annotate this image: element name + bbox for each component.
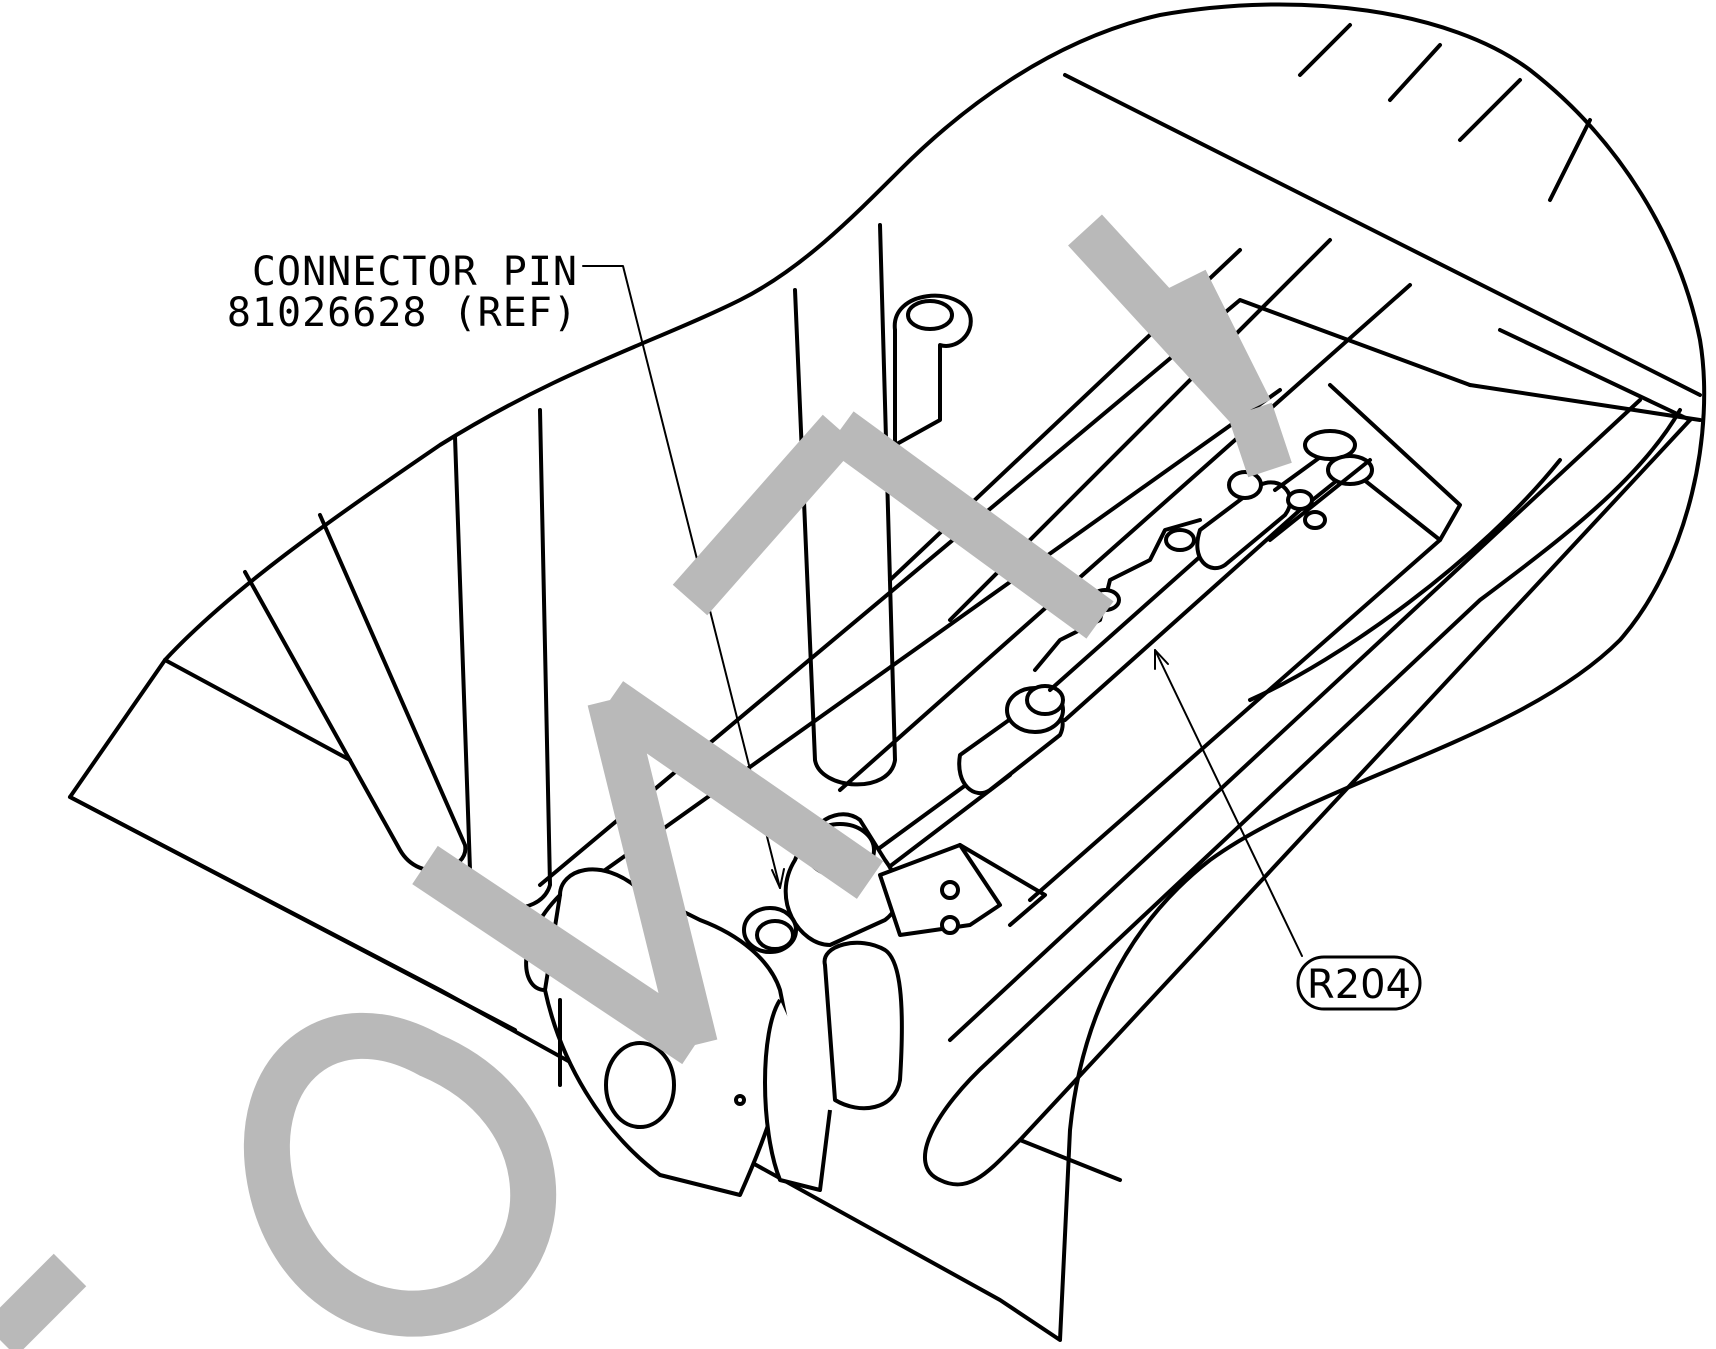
watermark-letter-o	[243, 1012, 557, 1337]
lower-frame	[68, 298, 1472, 1032]
connector-pin-label-line1: CONNECTOR PIN	[252, 249, 578, 295]
r204-leader	[1154, 649, 1303, 957]
r204-callout: R204	[1154, 649, 1422, 1011]
r204-balloon	[1296, 955, 1422, 1011]
watermark-letter-l	[672, 411, 1114, 639]
lifting-eye	[892, 293, 973, 447]
hydraulic-cylinder	[868, 429, 1374, 872]
r204-balloon-label: R204	[1307, 962, 1411, 1008]
connector-pin-label-line2: 81026628 (REF)	[227, 290, 578, 336]
connector-pin-leader	[582, 265, 781, 889]
watermark-fragment	[0, 1253, 87, 1349]
watermark-letter-n	[412, 681, 884, 1065]
watermark-only	[0, 214, 1292, 1349]
watermark-letter-y	[1068, 214, 1292, 478]
connector-pin-callout: CONNECTOR PIN 81026628 (REF)	[227, 249, 785, 889]
channel-rails	[922, 383, 1702, 1187]
detail-boundary	[68, 2, 1707, 1342]
